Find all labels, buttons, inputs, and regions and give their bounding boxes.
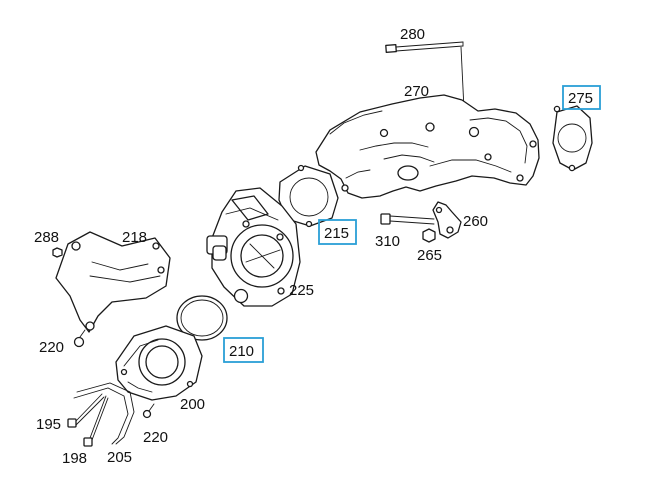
throttle-body-225 [206,187,301,307]
label-198: 198 [62,450,87,467]
label-220-upper: 220 [39,339,64,356]
nut-265 [422,228,436,243]
adapter-200 [115,325,203,401]
label-265: 265 [417,247,442,264]
label-275: 275 [568,90,593,107]
label-195: 195 [36,416,61,433]
label-205: 205 [107,449,132,466]
label-280: 280 [400,26,425,43]
highlight-box-215 [318,219,357,245]
bolt-220-lower [142,403,155,419]
bracket-260 [432,201,462,239]
bolt-280 [385,41,464,53]
label-200: 200 [180,396,205,413]
label-218: 218 [122,229,147,246]
highlight-box-210 [223,337,264,363]
nut-288 [52,247,63,258]
bolt-195 [67,393,105,428]
label-260: 260 [463,213,488,230]
label-270: 270 [404,83,429,100]
label-288: 288 [34,229,59,246]
bracket-218 [55,231,171,333]
highlight-box-275 [562,85,601,110]
label-215: 215 [324,225,349,242]
bolt-198 [83,395,109,447]
bolt-220-upper [73,329,86,348]
clamp-205 [73,382,135,445]
gasket-275 [552,105,593,172]
o-ring-210 [176,295,228,341]
label-225: 225 [289,282,314,299]
label-210: 210 [229,343,254,360]
gasket-215 [278,164,339,228]
label-310: 310 [375,233,400,250]
bolt-310 [380,213,435,225]
intake-manifold-270 [315,94,540,199]
label-220-lower: 220 [143,429,168,446]
